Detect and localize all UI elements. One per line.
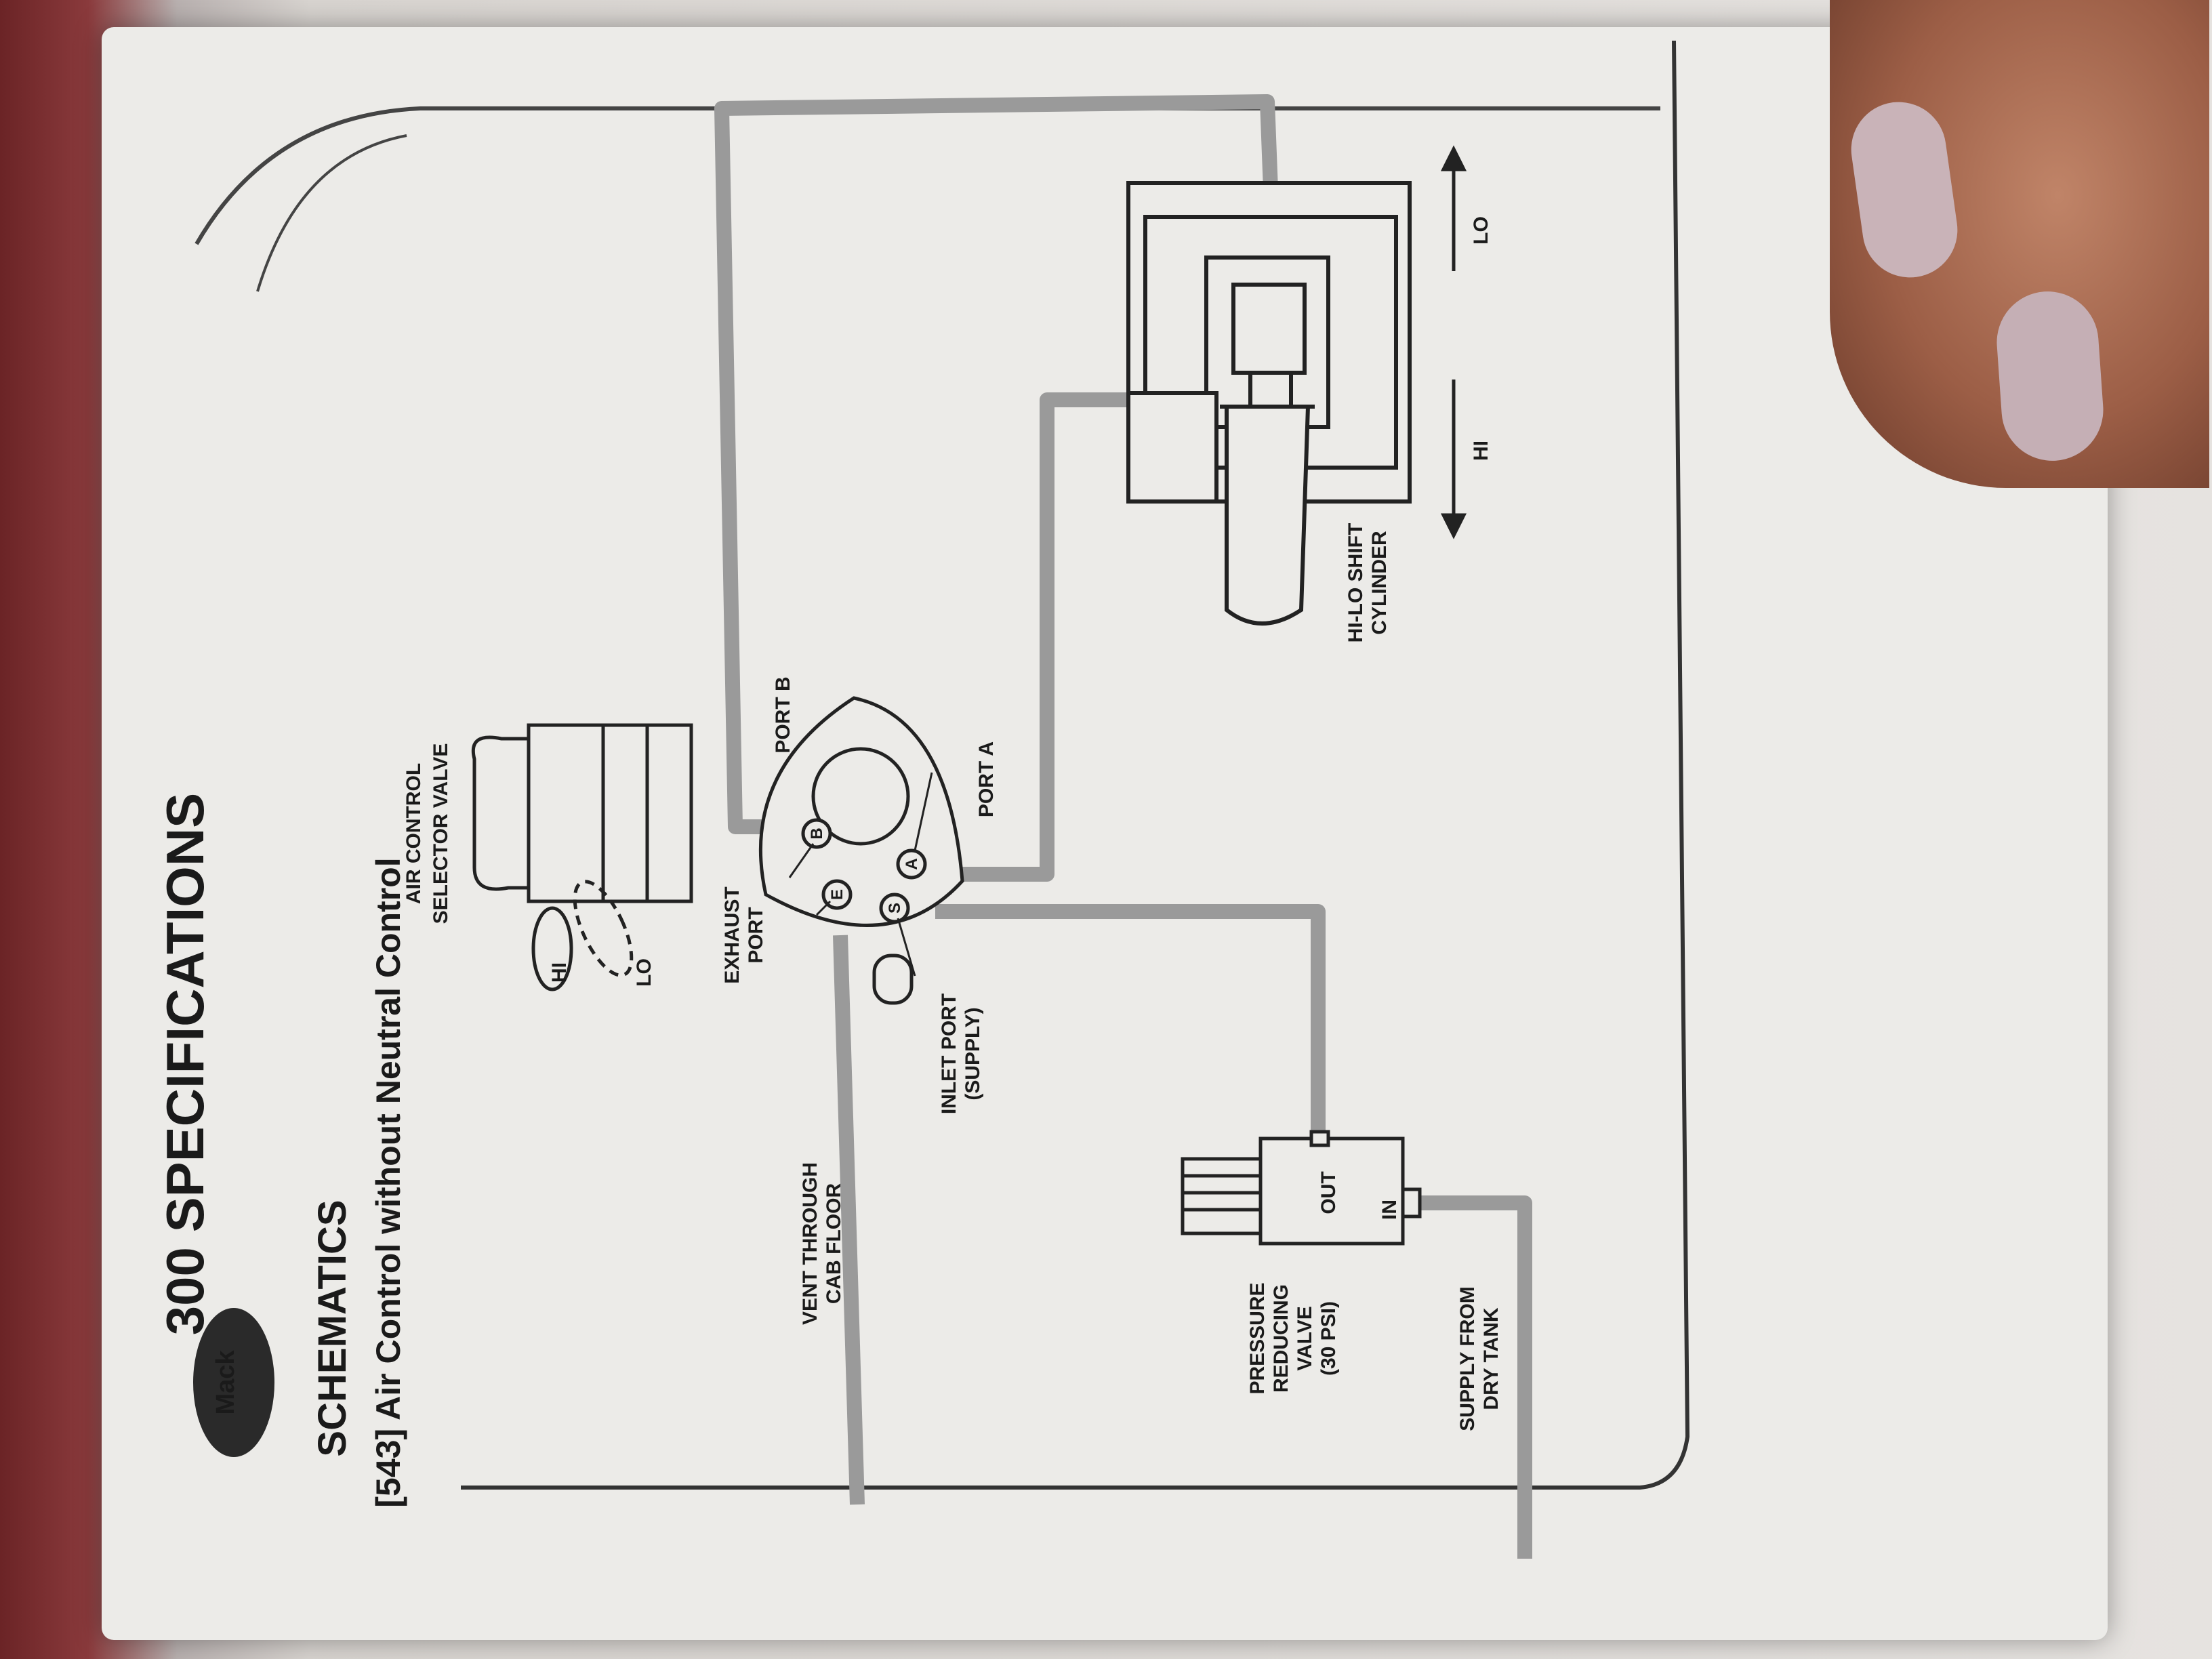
selector-valve — [472, 723, 693, 991]
hi-lo-shift-cylinder — [1126, 181, 1412, 626]
pressure-reducing-valve — [1181, 1130, 1422, 1246]
mack-logo: Mack — [193, 1308, 274, 1457]
port-letter-e: E — [828, 889, 846, 900]
logo-text: Mack — [211, 1350, 240, 1415]
page-border — [461, 40, 1690, 1490]
arrow-hi-icon — [1440, 513, 1467, 539]
label-out: OUT — [1317, 1171, 1340, 1214]
line-port-a — [949, 392, 1139, 882]
header-rule-inner — [256, 134, 407, 292]
line-inlet — [935, 904, 1326, 1145]
label-prv-2: REDUCING — [1270, 1284, 1292, 1393]
label-port-a: PORT A — [975, 741, 998, 817]
port-letter-b: B — [808, 827, 826, 839]
page-title: [543] Air Control without Neutral Contro… — [369, 857, 407, 1507]
label-exhaust: EXHAUST — [721, 886, 743, 983]
port-letter-s: S — [886, 903, 904, 914]
label-cylinder-2: CYLINDER — [1368, 531, 1391, 635]
label-port-b: PORT B — [772, 676, 794, 753]
label-selector-valve: AIR CONTROL — [403, 763, 425, 904]
label-vent-2: CAB FLOOR — [823, 1183, 845, 1305]
line-supply — [1416, 1195, 1532, 1559]
label-vent: VENT THROUGH — [799, 1162, 821, 1325]
label-inlet: INLET PORT — [938, 994, 960, 1114]
label-lo: LO — [633, 958, 655, 987]
label-arrow-hi: HI — [1470, 441, 1492, 461]
port-letter-a: A — [903, 858, 921, 869]
valve-body — [758, 696, 964, 1005]
label-prv-3: VALVE — [1294, 1306, 1316, 1371]
label-prv-4: (30 PSI) — [1317, 1301, 1340, 1376]
arrow-lo-icon — [1440, 145, 1467, 171]
label-supply-2: DRY TANK — [1480, 1307, 1502, 1410]
direction-arrows — [1440, 145, 1467, 539]
label-prv: PRESSURE — [1246, 1282, 1269, 1394]
label-hi: HI — [548, 962, 571, 983]
manual-page — [102, 27, 2108, 1640]
leader-lines — [788, 772, 933, 977]
label-arrow-lo: LO — [1470, 216, 1492, 245]
port-s-marker — [879, 893, 910, 924]
port-a-marker — [896, 848, 927, 880]
section-title: 300 SPECIFICATIONS — [155, 793, 215, 1335]
label-inlet-2: (SUPPLY) — [962, 1007, 984, 1100]
header-rule — [194, 106, 1660, 245]
label-in: IN — [1378, 1200, 1401, 1220]
label-selector-valve-2: SELECTOR VALVE — [430, 743, 452, 924]
label-exhaust-2: PORT — [745, 907, 767, 963]
label-supply: SUPPLY FROM — [1456, 1286, 1479, 1431]
port-b-marker — [801, 818, 832, 849]
label-cylinder: HI-LO SHIFT — [1345, 523, 1367, 643]
line-vent — [833, 935, 865, 1505]
category-title: SCHEMATICS — [310, 1200, 354, 1456]
